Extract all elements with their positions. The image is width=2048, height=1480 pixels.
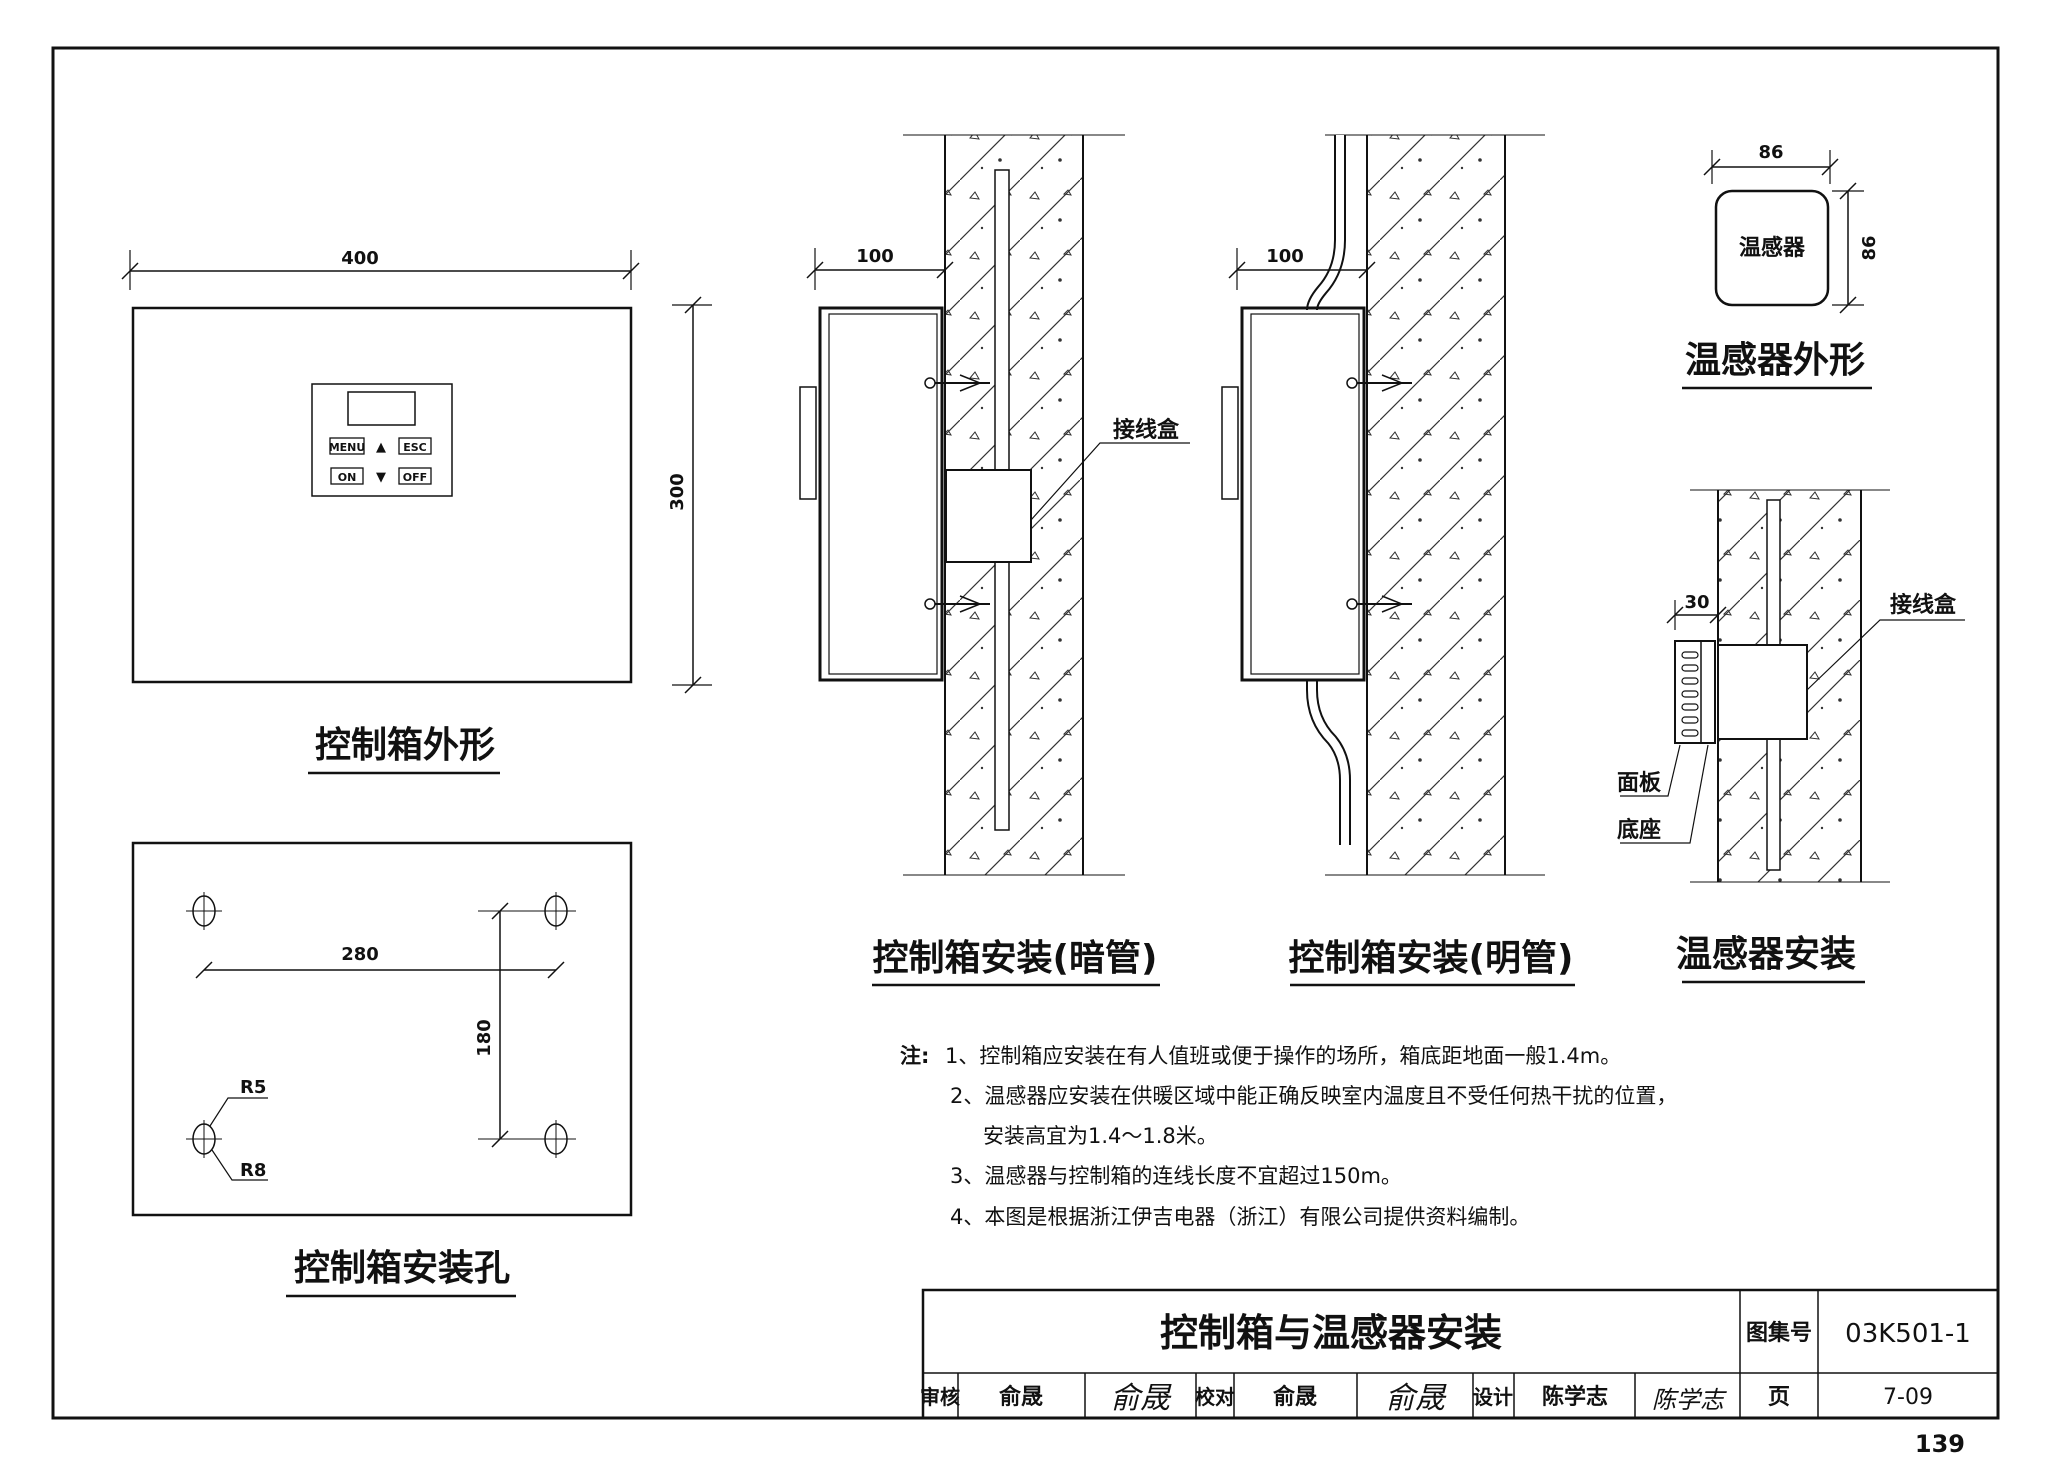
junction-box: [945, 469, 1032, 563]
sensor-install-view: 30 接线盒 面板 底座 温感器安装: [1617, 489, 1965, 984]
anchor-bolt: [1346, 595, 1412, 613]
svg-text:MENU: MENU: [329, 441, 366, 454]
page-number: 139: [1915, 1430, 1965, 1458]
mounting-hole: [186, 892, 222, 930]
designer-signature: 陈学志: [1652, 1386, 1727, 1414]
reviewer-signature: 俞晟: [1110, 1381, 1172, 1416]
atlas-number: 03K501-1: [1845, 1319, 1971, 1349]
mounting-hole: [478, 1120, 576, 1158]
svg-text:OFF: OFF: [403, 471, 427, 484]
on-button: [330, 467, 364, 485]
check-label: 校对: [1195, 1385, 1235, 1409]
up-arrow-icon: ▲: [376, 440, 386, 455]
off-button: [398, 467, 432, 485]
mounting-plate: [131, 841, 633, 1217]
designer-name: 陈学志: [1542, 1384, 1608, 1410]
sensor-width-dim: 86: [1758, 142, 1783, 163]
sensor-base: [1700, 640, 1716, 744]
base-label: 底座: [1617, 817, 1661, 843]
reviewer-name: 俞晟: [998, 1384, 1043, 1410]
install-concealed-view: 100 接线盒 控制箱安装(暗管): [799, 134, 1190, 987]
mounting-hole: [186, 1120, 222, 1158]
sensor-depth-dim: 30: [1684, 592, 1709, 613]
sensor-install-caption: 温感器安装: [1676, 934, 1856, 975]
concealed-offset-dim: 100: [856, 246, 894, 267]
sensor-outline-view: 86 温感器 86 温感器外形: [1682, 142, 1880, 390]
sensor-panel: [1674, 640, 1716, 744]
down-arrow-icon: ▼: [376, 470, 386, 485]
menu-button: [329, 437, 365, 455]
note-item: 2、温感器应安装在供暖区域中能正确反映室内温度且不受任何热干扰的位置，: [950, 1084, 1677, 1108]
svg-text:ON: ON: [338, 471, 357, 484]
install-exposed-view: 100 控制箱安装(明管): [1221, 134, 1575, 987]
radius-small-label: R5: [240, 1077, 266, 1098]
exposed-offset-dim: 100: [1266, 246, 1304, 267]
control-box-side: [818, 306, 944, 682]
sensor-vent-slots: [1681, 651, 1699, 737]
design-label: 设计: [1473, 1385, 1513, 1409]
hole-v-spacing: 180: [474, 1019, 495, 1057]
sensor-junction-label: 接线盒: [1890, 592, 1957, 618]
control-panel: MENU ▲ ESC ON ▼ OFF: [311, 383, 453, 497]
esc-button: [398, 437, 432, 455]
atlas-label: 图集号: [1746, 1320, 1812, 1346]
concealed-caption: 控制箱安装(暗管): [873, 938, 1158, 979]
junction-box: [1717, 644, 1808, 740]
page-code: 7-09: [1883, 1385, 1933, 1410]
mounting-hole: [478, 892, 576, 930]
lcd-display: [347, 391, 416, 426]
box-holes-view: 280 180 R5 R8 控制箱安装孔: [131, 841, 633, 1298]
notes-prefix: 注:: [900, 1044, 929, 1068]
note-item: 4、本图是根据浙江伊吉电器（浙江）有限公司提供资料编制。: [950, 1205, 1530, 1229]
drawing-title: 控制箱与温感器安装: [1160, 1311, 1502, 1355]
checker-signature: 俞晟: [1385, 1381, 1447, 1416]
junction-box-label: 接线盒: [1113, 417, 1180, 443]
radius-large-label: R8: [240, 1160, 266, 1181]
box-height-dim: 300: [667, 473, 688, 511]
page-label: 页: [1768, 1385, 1790, 1410]
sensor-outline-caption: 温感器外形: [1685, 340, 1865, 381]
hole-h-spacing: 280: [341, 944, 379, 965]
title-block: 控制箱与温感器安装 图集号 03K501-1 审核 俞晟 俞晟 校对 俞晟 俞晟…: [920, 1288, 2000, 1420]
sensor-body: [1714, 189, 1830, 307]
control-box-front: [131, 306, 633, 684]
note-item: 安装高宜为1.4～1.8米。: [983, 1124, 1218, 1148]
box-width-dim: 400: [341, 248, 379, 269]
box-holes-caption: 控制箱安装孔: [294, 1248, 510, 1289]
box-outline-caption: 控制箱外形: [315, 725, 495, 766]
anchor-bolt: [924, 595, 990, 613]
box-outline-view: 400 300 MENU ▲ ESC ON ▼ OFF 控制箱外形: [121, 248, 712, 775]
anchor-bolt: [924, 374, 990, 392]
checker-name: 俞晟: [1272, 1384, 1317, 1410]
review-label: 审核: [920, 1385, 960, 1409]
notes-block: 注: 1、控制箱应安装在有人值班或便于操作的场所，箱底距地面一般1.4m。 2、…: [900, 1044, 1677, 1229]
note-item: 3、温感器与控制箱的连线长度不宜超过150m。: [950, 1164, 1402, 1188]
exposed-caption: 控制箱安装(明管): [1289, 938, 1574, 979]
sensor-height-dim: 86: [1859, 235, 1880, 260]
anchor-bolt: [1346, 374, 1412, 392]
wall-section: [1367, 135, 1505, 875]
sensor-body-label: 温感器: [1739, 235, 1806, 261]
control-box-side: [1240, 306, 1366, 682]
svg-text:ESC: ESC: [403, 441, 427, 454]
panel-label: 面板: [1617, 771, 1662, 796]
note-item: 1、控制箱应安装在有人值班或便于操作的场所，箱底距地面一般1.4m。: [945, 1044, 1621, 1068]
